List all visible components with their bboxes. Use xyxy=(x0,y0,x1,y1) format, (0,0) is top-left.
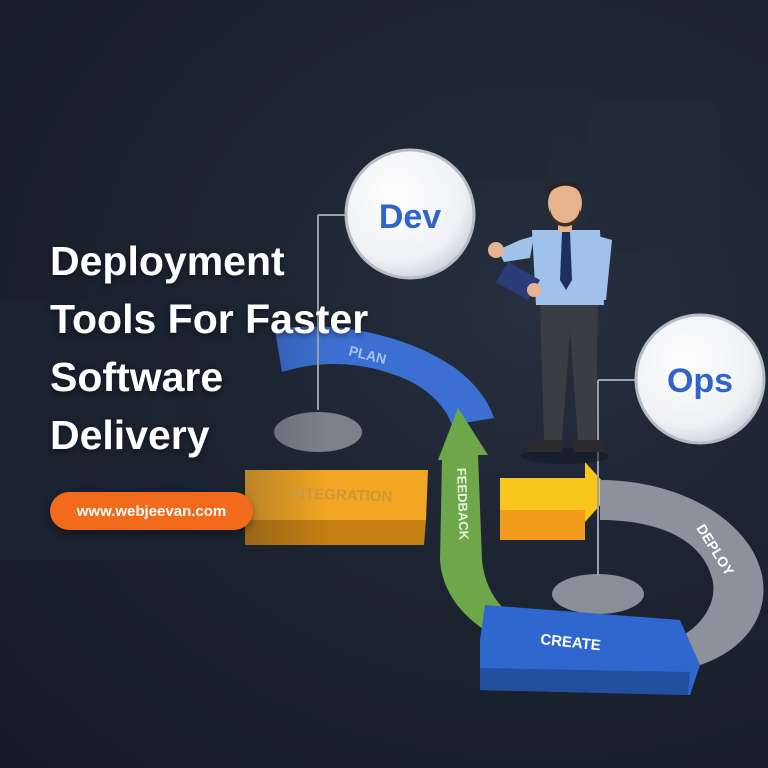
ops-bubble-label: Ops xyxy=(667,362,733,400)
ops-bubble xyxy=(634,313,766,445)
integration-label: INTEGRATION xyxy=(290,485,393,506)
businessman-illustration xyxy=(488,181,612,464)
headline-line: Deployment xyxy=(50,238,285,284)
website-url-button[interactable]: www.webjeevan.com xyxy=(50,492,253,530)
headline-line: Tools For Faster xyxy=(50,296,369,342)
dev-bubble xyxy=(344,148,476,280)
integration-arrow xyxy=(500,462,612,522)
dev-bubble-label: Dev xyxy=(379,198,441,236)
platform xyxy=(552,574,644,614)
create-shade xyxy=(480,668,690,695)
deploy-segment xyxy=(600,480,764,665)
headline-line: Software xyxy=(50,354,224,400)
create-label: CREATE xyxy=(540,631,602,654)
integration-arrow-shade xyxy=(500,510,585,540)
feedback-label: FEEDBACK xyxy=(454,468,472,541)
bg-panel xyxy=(430,90,550,180)
headline-line: Delivery xyxy=(50,412,210,458)
feedback-segment xyxy=(438,408,522,632)
bg-panel xyxy=(590,100,720,250)
headline: Deployment Tools For Faster Software Del… xyxy=(50,232,480,464)
